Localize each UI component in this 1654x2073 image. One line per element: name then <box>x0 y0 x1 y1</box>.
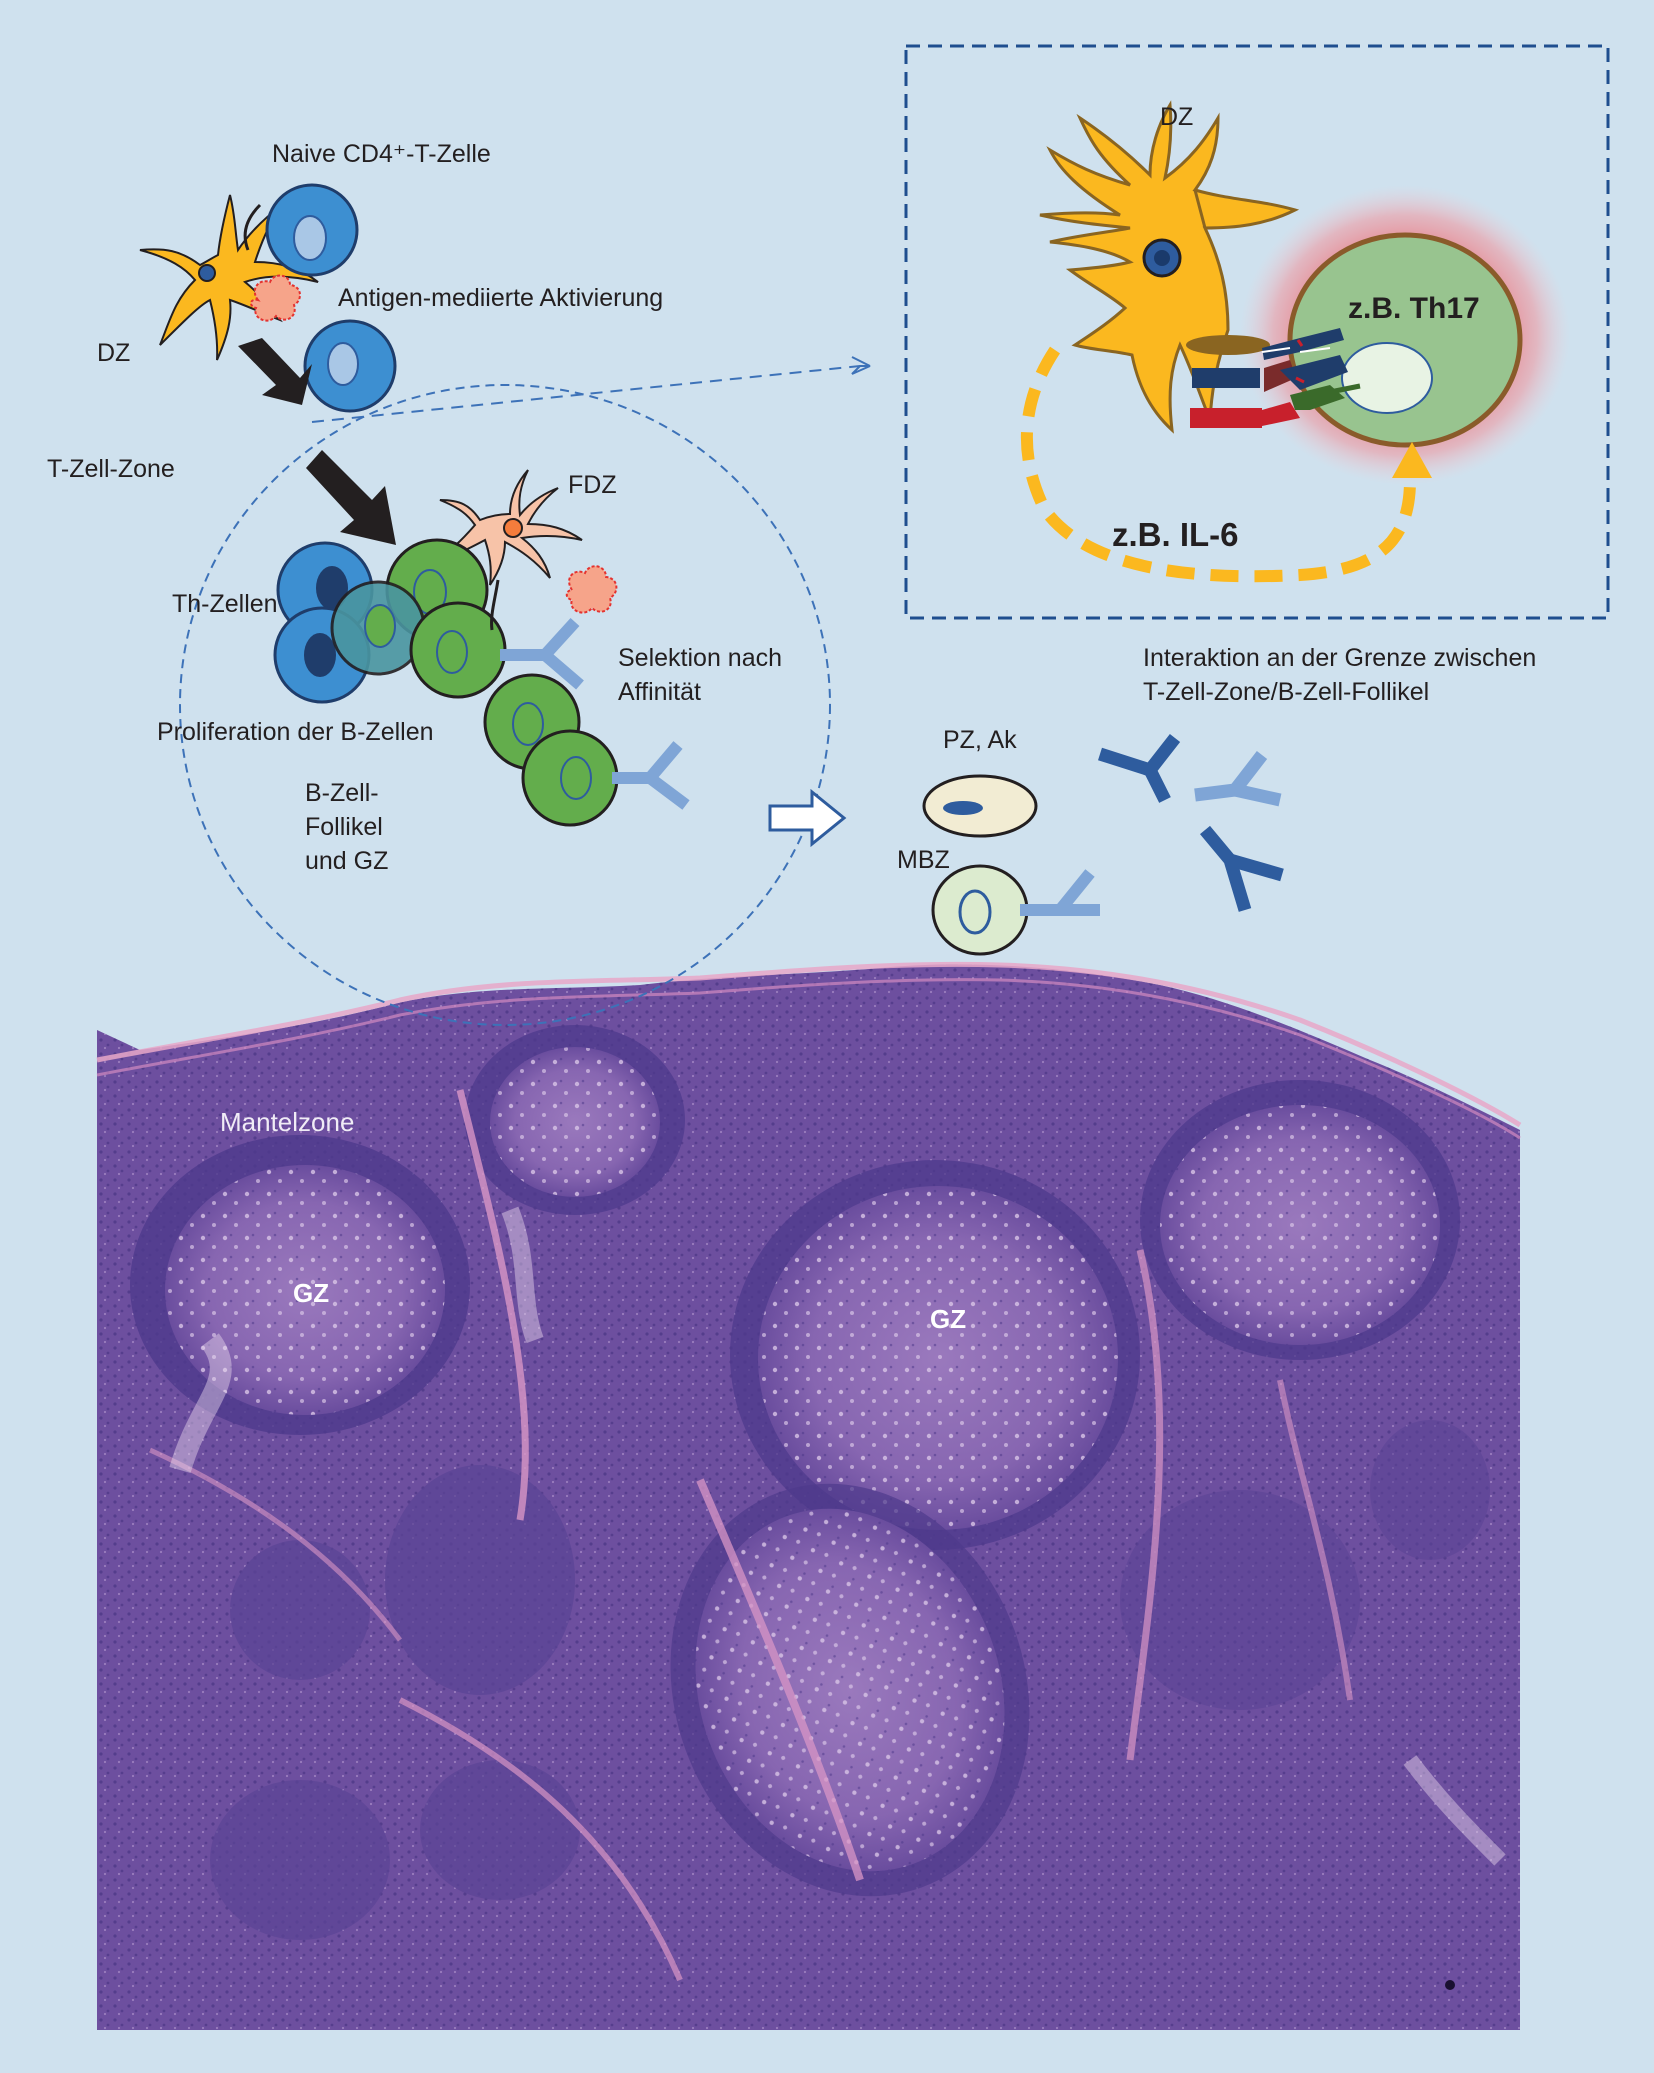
mhc-tcr-complex-icon <box>1186 328 1361 428</box>
follicle-boundary <box>179 384 831 1026</box>
naive-t-cell <box>265 183 359 277</box>
naive-t-cell-label: Naive CD4⁺-T-Zelle <box>272 140 491 168</box>
mbz-bcr-icon <box>1020 869 1100 916</box>
memory-b-cell <box>931 864 1029 956</box>
antigen-left <box>250 274 301 322</box>
th17-label: z.B. Th17 <box>1348 292 1480 325</box>
t-cell-zone-label: T-Zell-Zone <box>47 455 175 483</box>
interaction-label-line2: T-Zell-Zone/B-Zell-Follikel <box>1143 678 1429 706</box>
connector-arrowhead-icon <box>851 356 871 375</box>
antigen-activation-label: Antigen-mediierte Aktivierung <box>338 284 663 312</box>
antibody-icon-3 <box>1200 825 1284 912</box>
b-cells-proliferating <box>330 538 507 699</box>
plasma-cell <box>922 774 1038 838</box>
b-cells-selected <box>483 673 619 827</box>
antigen-fdc <box>565 565 618 614</box>
dendritic-cell-label-left: DZ <box>97 339 130 367</box>
selection-label-line2: Affinität <box>618 678 701 706</box>
fdc-label: FDZ <box>568 471 617 499</box>
fdc-dendrite <box>490 579 500 631</box>
antibody-icon-2 <box>1194 751 1282 807</box>
follicle-label-line1: B-Zell- <box>305 779 379 807</box>
selection-label-line1: Selektion nach <box>618 644 782 672</box>
dendritic-cell-label-inset: DZ <box>1160 103 1193 131</box>
germinal-center-label-left: GZ <box>293 1278 329 1308</box>
germinal-center-label-center: GZ <box>930 1304 966 1334</box>
memory-b-cells-label: MBZ <box>897 846 950 874</box>
arrow-into-follicle-icon <box>306 450 396 545</box>
histology-image <box>96 961 1522 2030</box>
connector-dashed-line <box>311 365 861 423</box>
follicle-label-line2: Follikel <box>305 813 383 841</box>
open-arrow-icon <box>768 788 847 848</box>
proliferation-label: Proliferation der B-Zellen <box>157 718 434 746</box>
th-cells-label: Th-Zellen <box>172 590 278 618</box>
arrow-down-icon <box>238 338 312 405</box>
bcr-antibody-icon-1 <box>500 617 584 690</box>
interaction-label-line1: Interaktion an der Grenze zwischen <box>1143 644 1536 672</box>
bcr-antibody-icon-2 <box>612 741 690 810</box>
follicle-label-line3: und GZ <box>305 847 388 875</box>
il6-label: z.B. IL-6 <box>1112 516 1239 553</box>
il6-arrowhead-icon <box>1392 442 1432 478</box>
plasma-cells-label: PZ, Ak <box>943 726 1017 754</box>
mantle-zone-label: Mantelzone <box>220 1107 354 1137</box>
th17-cell <box>1287 232 1523 448</box>
activated-t-cell <box>303 319 397 413</box>
antibody-icon-1 <box>1098 733 1181 803</box>
